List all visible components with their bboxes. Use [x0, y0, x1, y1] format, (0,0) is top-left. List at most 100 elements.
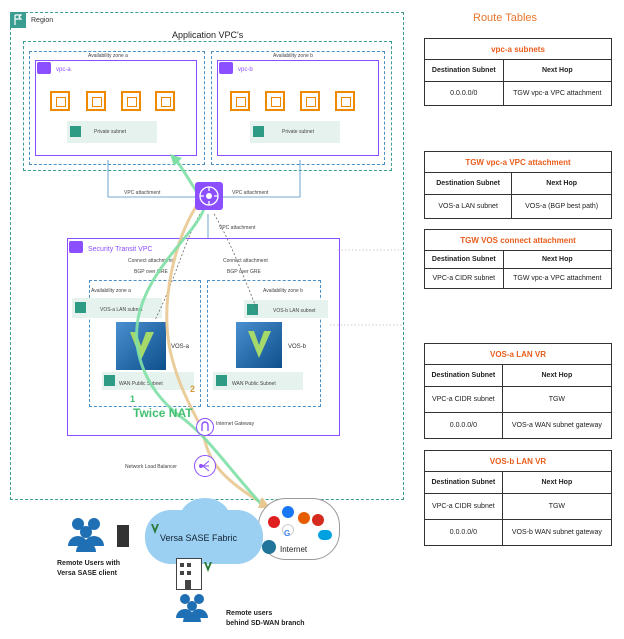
vpc-a-instance-icon — [121, 91, 141, 111]
versa-logo-icon — [150, 522, 160, 534]
vos-b-lan-label: VOS-b LAN subnet — [273, 308, 316, 314]
lock-icon — [247, 304, 258, 315]
vpc-b-label: vpc-b — [238, 67, 253, 73]
internet-label: Internet — [280, 545, 308, 554]
remote-users-branch-label-1: Remote users — [226, 610, 273, 617]
table-cell: 0.0.0.0/0 — [424, 81, 504, 106]
wan-a-label: WAN Public Subnet — [119, 381, 163, 387]
table-cell: TGW vpc-a VPC attachment — [502, 81, 613, 106]
route-table: TGW VOS connect attachment Destination S… — [424, 229, 613, 289]
wan-b-subnet — [213, 372, 303, 390]
route-table-title: TGW VOS connect attachment — [424, 229, 612, 251]
google-icon: G — [282, 524, 294, 538]
column-header: Destination Subnet — [424, 471, 503, 494]
route-table-title: VOS-b LAN VR — [424, 450, 612, 472]
traffic-path-1 — [135, 157, 264, 507]
app-vpcs-box — [23, 41, 392, 171]
vpc-b-attachment-label: VPC attachment — [232, 190, 269, 196]
column-header: Destination Subnet — [423, 172, 513, 195]
route-table: TGW vpc-a VPC attachment Destination Sub… — [423, 151, 612, 219]
remote-users-client-label-2: Versa SASE client — [57, 570, 117, 577]
remote-users-branch-label-2: behind SD-WAN branch — [226, 620, 305, 627]
vpc-b-private-subnet — [250, 121, 340, 143]
vpc-a-icon — [37, 62, 51, 74]
table-cell: 0.0.0.0/0 — [424, 519, 503, 546]
column-header: Next Hop — [511, 172, 612, 195]
cloud-app-icon — [312, 514, 324, 526]
column-header: Next Hop — [501, 364, 613, 387]
vpc-b-subnet-label: Private subnet — [282, 129, 314, 135]
traffic-path-2 — [165, 204, 266, 507]
office-icon — [298, 512, 310, 524]
lock-icon — [104, 375, 115, 386]
network-load-balancer-icon — [194, 455, 216, 477]
connect-attachment-b-label: Connect attachment — [223, 258, 268, 264]
column-header: Next Hop — [502, 59, 613, 82]
route-table-title: TGW vpc-a VPC attachment — [424, 151, 612, 173]
column-header: Next Hop — [501, 471, 613, 494]
vos-b-lan-subnet — [244, 300, 328, 318]
path-1-label: 1 — [130, 394, 136, 404]
table-cell: TGW — [501, 493, 613, 520]
vpc-a-az-box — [29, 51, 205, 165]
sase-cloud — [180, 498, 230, 538]
connect-attachment-a-label: Connect attachment — [128, 258, 173, 264]
column-header: Next Hop — [502, 250, 613, 269]
region-label: Region — [31, 17, 54, 24]
internet-gateway-label: Internet Gateway — [216, 421, 255, 427]
remote-users-client-label-1: Remote Users with — [57, 560, 121, 567]
vpc-a-instance-icon — [50, 91, 70, 111]
network-load-balancer-label: Network Load Balancer — [125, 464, 177, 470]
dotted-link — [330, 249, 404, 326]
lock-icon — [70, 126, 81, 137]
column-header: Destination Subnet — [424, 364, 503, 387]
twice-nat-label: Twice NAT — [133, 406, 193, 420]
lock-icon — [253, 126, 264, 137]
column-header: Destination Subnet — [424, 59, 504, 82]
vpc-b-instance-icon — [335, 91, 355, 111]
vpc-a-instance-icon — [155, 91, 175, 111]
versa-logo-icon — [203, 560, 213, 572]
route-tables-title: Route Tables — [473, 12, 538, 24]
vpc-a-attachment-line — [107, 160, 195, 198]
app-vpcs-title: Application VPC's — [172, 30, 244, 40]
route-table-title: VOS-a LAN VR — [424, 343, 612, 365]
vpc-b-instance-icon — [265, 91, 285, 111]
region-icon — [10, 12, 26, 28]
vpc-b-az-box — [211, 51, 385, 165]
table-cell: VOS-a (BGP best path) — [511, 194, 612, 219]
lock-icon — [216, 375, 227, 386]
security-az-b-box — [207, 280, 321, 407]
table-cell: VPC-a CIDR subnet — [424, 386, 503, 413]
vos-a-label: VOS-a — [171, 344, 190, 350]
bgp-over-gre-b-label: BGP over GRE — [227, 269, 261, 275]
vpc-a-private-subnet — [67, 121, 157, 143]
security-vpc-label: Security Transit VPC — [88, 246, 153, 253]
column-header: Destination Subnet — [424, 250, 504, 269]
svg-text:G: G — [284, 529, 290, 538]
wan-b-label: WAN Public Subnet — [232, 381, 276, 387]
sase-label: Versa SASE Fabric — [160, 533, 238, 543]
app-icon — [268, 516, 280, 528]
security-vpc-icon — [69, 241, 83, 253]
vpc-a-label: vpc-a — [56, 67, 71, 73]
table-cell: TGW vpc-a VPC attachment — [502, 268, 613, 289]
vpc-a-attachment-label: VPC attachment — [124, 190, 161, 196]
table-cell: TGW — [501, 386, 613, 413]
table-cell: VPC-a CIDR subnet — [424, 493, 503, 520]
remote-users-icon — [176, 592, 220, 622]
security-az-a-label: Availability zone a — [91, 288, 131, 294]
vpc-b-az-label: Availability zone b — [273, 53, 313, 59]
arrowhead — [170, 154, 182, 166]
versa-vos-b-logo — [236, 322, 282, 368]
vos-a-lan-label: VOS-a LAN subnet — [100, 307, 143, 313]
vpc-a-subnet-label: Private subnet — [94, 129, 126, 135]
vpc-a-instance-icon — [86, 91, 106, 111]
path-2-label: 2 — [190, 384, 196, 394]
vpc-a-box — [35, 60, 197, 156]
table-cell: VOS-a LAN subnet — [423, 194, 513, 219]
vpc-b-attachment-line — [220, 160, 301, 198]
